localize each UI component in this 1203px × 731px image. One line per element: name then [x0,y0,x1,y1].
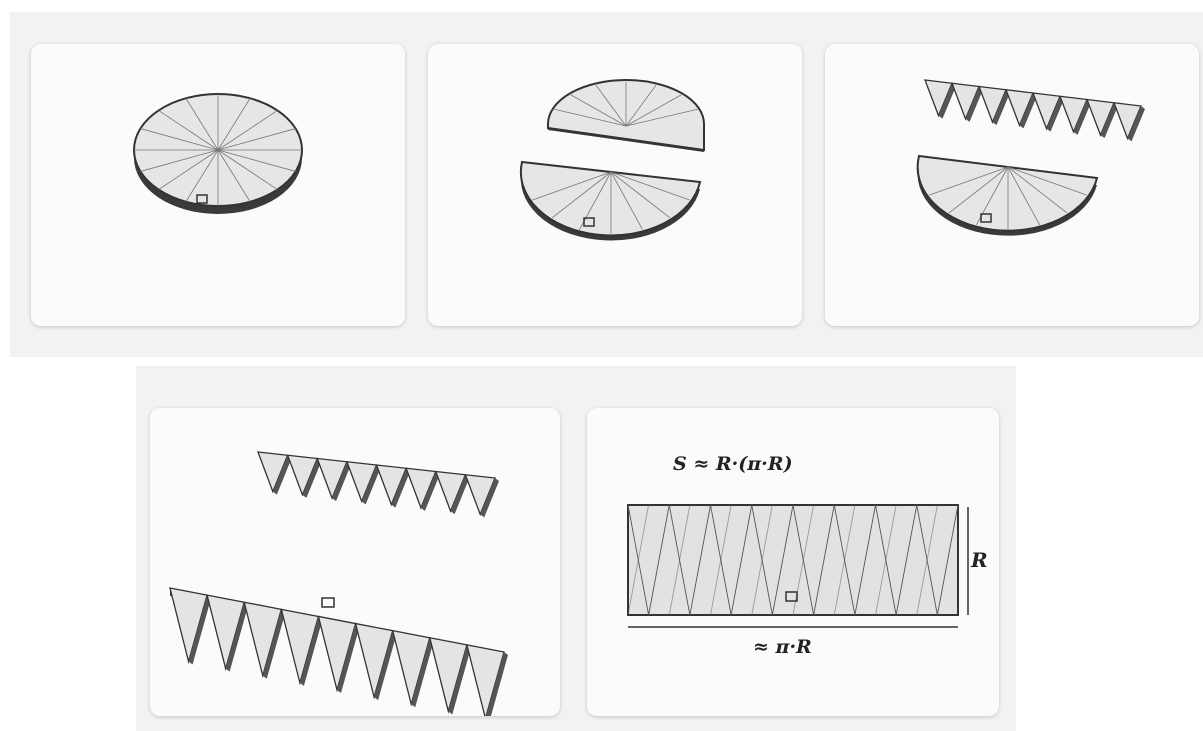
sector-edge [751,504,773,616]
sector-line [595,85,627,127]
triangle-sector [428,636,468,714]
triangle-edge [1073,99,1091,135]
sector-line [217,149,251,202]
width-label: ≈ π·R [753,636,812,658]
sector-line [1007,166,1068,214]
sector-edge [833,504,876,616]
triangle-sector [243,601,283,679]
sector-edge [875,504,918,616]
sector-line [217,98,251,151]
sector-line [929,166,1009,196]
triangle-edge [225,602,249,672]
step-2-card [428,44,802,326]
marker-icon [321,597,335,608]
sector-line [610,171,690,201]
sector-edge [627,504,650,616]
triangle-edge [938,83,956,119]
triangle-sector [169,587,208,665]
triangle-edge [1019,93,1037,129]
half-unrolled-illustration [916,79,1145,236]
triangle-edge [992,89,1010,126]
triangle-edge [188,595,212,665]
split-disc-illustration [519,79,705,241]
triangle-edge [391,468,411,508]
sector-edge [792,504,835,616]
triangle-edge [332,461,351,502]
two-strips-illustration [169,451,508,716]
sector-line [551,171,612,219]
sector-line [570,94,627,127]
marker-icon [583,217,595,227]
triangle-strip-top [924,79,1145,142]
sector-line [158,110,219,151]
marker-icon [980,213,992,223]
triangle-edge [486,652,508,716]
sector-line [1007,166,1040,226]
sector-line [553,108,627,127]
sector-edge [627,504,670,616]
sector-line [625,108,699,127]
step-4-card [150,408,560,716]
sector-line [217,149,296,172]
sector-line [532,171,612,201]
triangle-edge [272,455,292,495]
triangle-edge [420,471,440,511]
sector-line [217,128,296,151]
full-disc-illustration [133,93,303,214]
step-5-card: S ≈ R·(π·R) R ≈ π·R [587,408,999,716]
sector-line [625,85,657,127]
triangle-edge [1100,102,1118,139]
triangle-edge [480,478,499,518]
sector-edge [916,504,959,616]
area-formula: S ≈ R·(π·R) [673,453,793,475]
sector-edge [875,504,897,616]
sector-line [140,149,219,172]
sector-edge [916,504,938,616]
triangle-edge [302,458,322,498]
triangle-edge [361,465,381,505]
triangle-edge [448,644,471,715]
sector-edge [668,504,691,616]
triangle-edge [1127,106,1145,142]
step-1-card [31,44,405,326]
height-label: R [971,548,988,572]
triangle-sector [354,622,394,700]
sector-line [185,149,219,202]
marker-icon [196,194,208,204]
triangle-sector [317,615,357,693]
sector-edge [751,504,794,616]
sector-line [217,149,278,190]
triangle-edge [411,637,434,708]
rectangle-illustration [627,504,969,628]
triangle-strip-lower [169,587,508,716]
triangle-sector [280,608,320,686]
sector-line [140,128,219,151]
sector-line [185,98,219,151]
triangle-edge [374,630,397,701]
sector-line [625,94,682,127]
triangle-edge [299,616,323,686]
sector-edge [710,504,753,616]
sector-edge [833,504,856,616]
sector-line [610,171,671,219]
triangle-edge [262,609,286,679]
sector-line [610,171,643,231]
triangle-strip-upper [257,451,499,518]
sector-line [948,166,1009,214]
sector-line [217,110,278,151]
triangle-edge [965,86,983,122]
triangle-edge [450,474,470,515]
marker-icon [785,591,798,602]
approx-rectangle [627,504,959,616]
sector-line [158,149,219,190]
step-3-card [825,44,1199,326]
sector-edge [710,504,732,616]
sector-line [1007,166,1087,196]
triangle-edge [1046,96,1064,132]
triangle-edge [337,623,360,693]
sector-edge [668,504,711,616]
